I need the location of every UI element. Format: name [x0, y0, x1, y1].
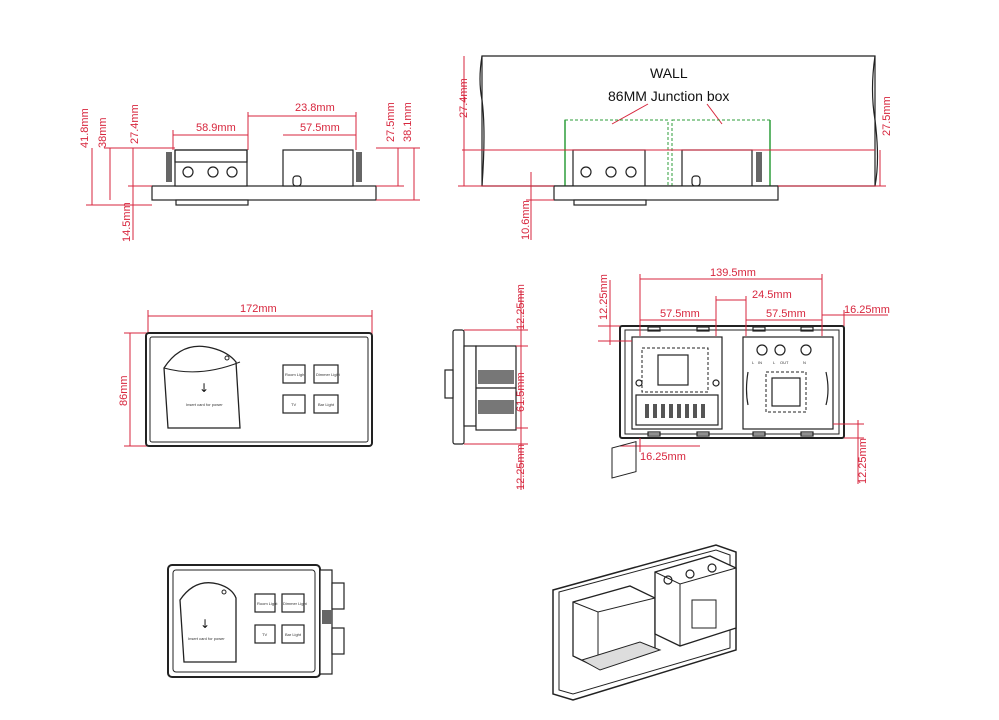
iso-button-bar-light-label: Bar Light	[285, 632, 302, 637]
button-dimmer-light[interactable]	[313, 364, 339, 384]
wall-plate	[553, 185, 779, 201]
card-holder[interactable]	[163, 345, 241, 429]
button-room-light[interactable]	[282, 364, 306, 384]
profile-view: 12.25mm 61.5mm 12.25mm	[444, 284, 528, 490]
terminal-l-out-1: L	[773, 360, 776, 365]
dim-23-8: 23.8mm	[295, 102, 335, 114]
side-module-tab	[292, 175, 302, 187]
side-view: 58.9mm 23.8mm 57.5mm 41.8mm 38mm 27.4mm …	[79, 102, 420, 242]
iso-button-room-light[interactable]	[254, 593, 276, 613]
iso-front-view: ↓ Insert card for power Room Light Dimme…	[167, 564, 345, 678]
wall-label: WALL	[650, 65, 688, 81]
front-dim-86: 86mm	[118, 375, 130, 406]
iso-module-right	[654, 555, 737, 647]
profile-plate	[452, 329, 465, 445]
profile-dim-top: 12.25mm	[515, 284, 527, 330]
terminal-screw	[226, 166, 238, 178]
iso-button-room-light-label: Room Light	[257, 601, 278, 606]
back-dim-12-25-top: 12.25mm	[598, 274, 610, 320]
button-bar-light-label: Bar Light	[318, 402, 335, 407]
button-dimmer-light-label: Dimmer Light	[316, 372, 341, 377]
profile-dim-mid: 61.5mm	[515, 372, 527, 412]
back-dim-16-25-right: 16.25mm	[844, 304, 890, 316]
button-tv[interactable]	[282, 394, 306, 414]
dim-14-5: 14.5mm	[121, 202, 133, 242]
terminal-screw	[207, 166, 219, 178]
side-plate	[151, 185, 377, 201]
profile-dim-bottom: 12.25mm	[515, 444, 527, 490]
dim-38-1: 38.1mm	[402, 102, 414, 142]
button-bar-light[interactable]	[313, 394, 339, 414]
button-tv-label: TV	[291, 402, 296, 407]
dim-57-5: 57.5mm	[300, 122, 340, 134]
back-dim-57-5-left: 57.5mm	[660, 308, 700, 320]
dim-27-4: 27.4mm	[129, 104, 141, 144]
junction-box-label: 86MM Junction box	[608, 88, 729, 104]
iso-button-dimmer-light-label: Dimmer Light	[283, 601, 308, 606]
back-dim-16-25-left: 16.25mm	[640, 451, 686, 463]
terminal-l-in-1: L	[752, 360, 755, 365]
dim-58-9: 58.9mm	[196, 122, 236, 134]
terminal-l-out-2: OUT	[780, 360, 789, 365]
iso-button-tv[interactable]	[254, 624, 276, 644]
dim-38: 38mm	[97, 117, 109, 148]
iso-card-slot-text: Insert card for power	[188, 636, 225, 641]
dim-27-5: 27.5mm	[385, 102, 397, 142]
back-dim-12-25-bottom: 12.25mm	[857, 438, 869, 484]
side-fins-right	[356, 152, 362, 182]
side-module-left-top	[174, 149, 248, 163]
back-view: L IN L OUT N 139.5mm 24.5mm 57.5mm 57.5m…	[598, 267, 890, 484]
iso-button-bar-light[interactable]	[281, 624, 305, 644]
back-dim-57-5-right: 57.5mm	[766, 308, 806, 320]
iso-button-tv-label: TV	[262, 632, 267, 637]
wall-dim-27-5: 27.5mm	[881, 96, 893, 136]
terminal-l-in-2: IN	[758, 360, 762, 365]
terminal-n: N	[803, 360, 806, 365]
front-view: 172mm 86mm ↓ Insert card for power Room …	[118, 303, 373, 447]
iso-arrow-down-icon: ↓	[200, 617, 210, 631]
wall-view: WALL 86MM Junction box 27.4mm 27.5mm 10.…	[458, 55, 893, 240]
back-pins	[645, 404, 705, 418]
side-module-right	[282, 149, 354, 187]
terminal-screw	[182, 166, 194, 178]
card-slot-text: Insert card for power	[186, 402, 223, 407]
side-fins-left	[166, 152, 172, 182]
front-dim-172: 172mm	[240, 303, 277, 315]
wall-dim-27-4: 27.4mm	[458, 78, 470, 118]
iso-back-view	[552, 440, 737, 701]
dim-41-8: 41.8mm	[79, 108, 91, 148]
back-dim-139-5: 139.5mm	[710, 267, 756, 279]
back-dim-24-5: 24.5mm	[752, 289, 792, 301]
side-plate-lip	[175, 199, 249, 206]
iso-card-holder[interactable]	[179, 582, 237, 663]
button-room-light-label: Room Light	[285, 372, 306, 377]
arrow-down-icon: ↓	[199, 381, 209, 395]
wall-dim-10-6: 10.6mm	[520, 200, 532, 240]
iso-button-dimmer-light[interactable]	[281, 593, 305, 613]
